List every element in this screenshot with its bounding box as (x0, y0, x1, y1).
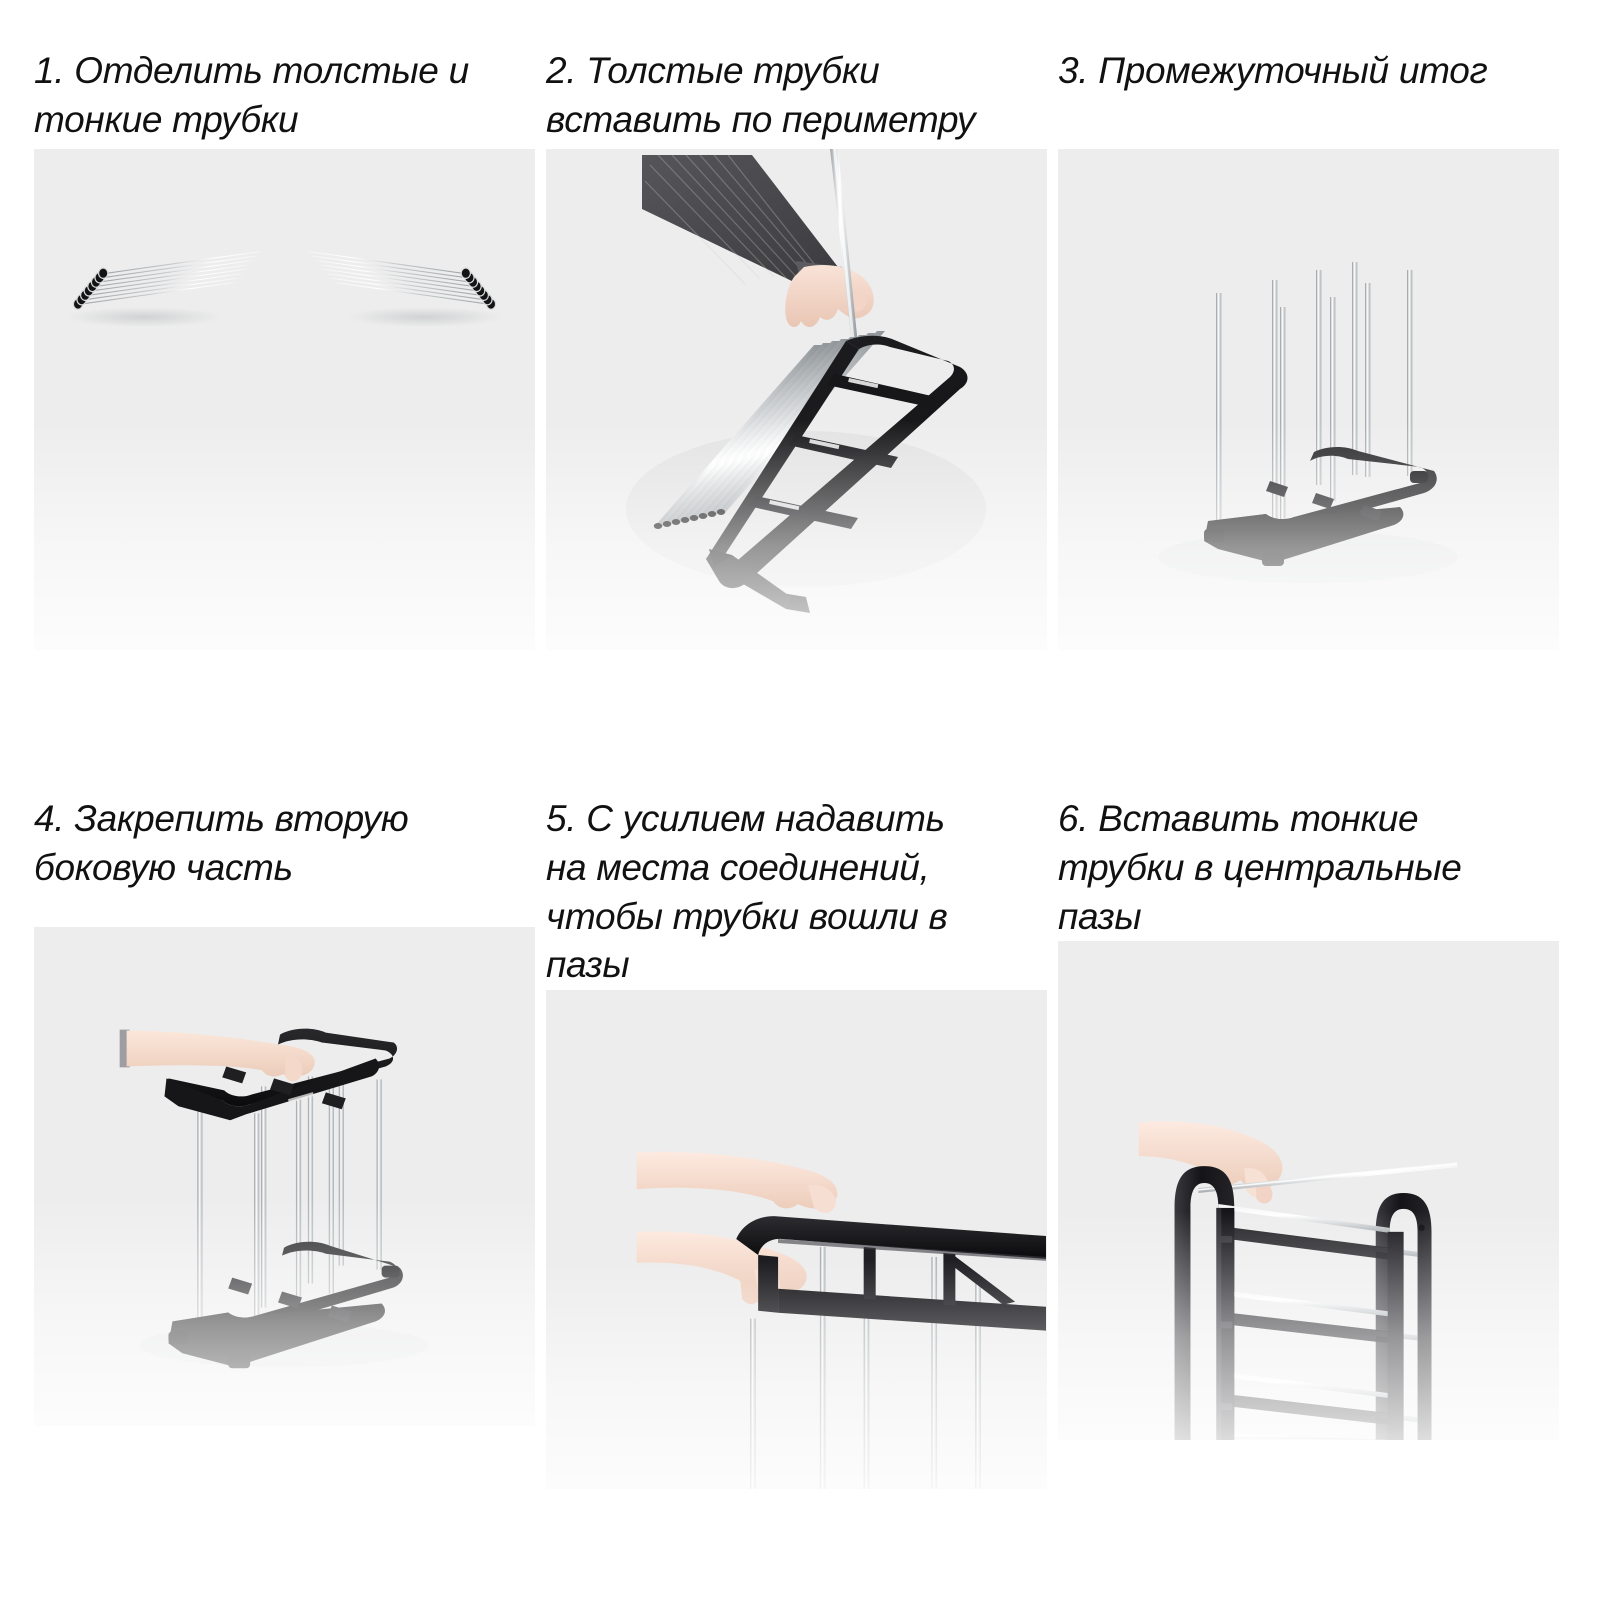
steps-grid: 1. Отделить толстые и тонкие трубки (34, 0, 1560, 1490)
photo-step-1-two-tube-bundles (34, 149, 535, 650)
step-3: 3. Промежуточный итог (1058, 0, 1559, 650)
step-6-title: 6. Вставить тонкие трубки в центральные … (1058, 798, 1462, 937)
upper-hand-pressing (636, 1152, 838, 1214)
shelf-frames (1218, 1226, 1390, 1426)
step-1-title: 1. Отделить толстые и тонкие трубки (34, 50, 469, 140)
step-5: 5. С усилием надавить на места соединени… (546, 755, 1047, 1490)
step-2-title: 2. Толстые трубки вставить по периметру (546, 50, 976, 140)
left-tube-bundle (66, 251, 264, 327)
photo-step-4-attach-second-side (34, 927, 535, 1426)
step-2-illustration (626, 149, 986, 613)
step-4: 4. Закрепить вторую боковую часть (34, 755, 535, 1489)
photo-step-2-insert-thick-tubes-perimeter (546, 149, 1047, 650)
bare-arm (119, 1029, 315, 1082)
step-2: 2. Толстые трубки вставить по периметру (546, 0, 1047, 650)
right-tube-bundle (305, 251, 503, 327)
step-1: 1. Отделить толстые и тонкие трубки (34, 0, 535, 650)
assembled-shoe-rack (1174, 1166, 1432, 1441)
step-6-illustration (1138, 1121, 1458, 1441)
row-spacer (34, 650, 1559, 755)
thin-tube-being-inserted (1198, 1162, 1458, 1194)
step-4-illustration (119, 1028, 429, 1369)
photo-step-5-press-joints (546, 990, 1047, 1490)
bare-arm (1138, 1121, 1283, 1204)
step-4-title: 4. Закрепить вторую боковую часть (34, 798, 409, 888)
top-side-frame (164, 1028, 398, 1121)
step-3-illustration (1158, 262, 1458, 583)
step-5-title: 5. С усилием надавить на места соединени… (546, 798, 948, 986)
tube-being-inserted (830, 149, 859, 348)
arm-in-pinstripe-sleeve (642, 154, 874, 327)
step-3-title: 3. Промежуточный итог (1058, 50, 1488, 91)
photo-step-3-intermediate-result (1058, 149, 1559, 650)
photo-step-6-insert-thin-tubes-central-slots (1058, 941, 1559, 1441)
step-1-illustration (66, 251, 503, 327)
step-5-illustration (636, 1152, 1046, 1490)
step-6: 6. Вставить тонкие трубки в центральные … (1058, 755, 1559, 1489)
